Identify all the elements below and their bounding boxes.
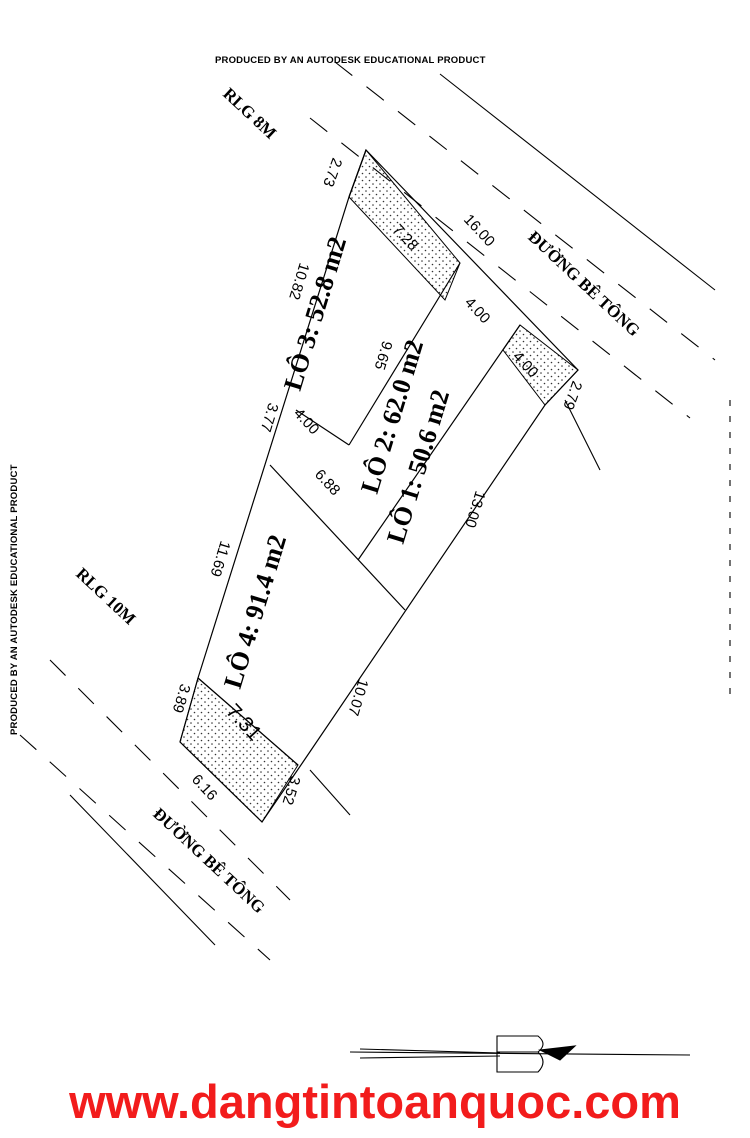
north-arrow-icon <box>349 1035 691 1073</box>
lot-label-3: LÔ 3: 52.8 m2 <box>278 233 352 393</box>
road-bottom-dashed-lines <box>19 400 731 961</box>
lot-boundaries <box>179 148 579 823</box>
road-label-rlg-10m: RLG 10M <box>72 564 139 628</box>
website-url: www.dangtintoanquoc.com <box>69 1075 681 1128</box>
dim-4-00-c: 4.00 <box>290 405 322 438</box>
dim-2-73: 2.73 <box>319 156 345 189</box>
dim-11-69: 11.69 <box>207 539 234 579</box>
watermark-left: PRODUCED BY AN AUTODESK EDUCATIONAL PROD… <box>9 464 20 735</box>
dim-13-00: 13.00 <box>461 489 488 530</box>
dim-4-00-a: 4.00 <box>461 294 493 327</box>
dim-3-77: 3.77 <box>257 401 282 434</box>
road-label-rlg-8m: RLG 8M <box>219 84 280 143</box>
road-label-concrete-top: ĐƯỜNG BÊ TÔNG <box>524 227 643 340</box>
dim-6-88: 6.88 <box>311 466 343 499</box>
watermark-top: PRODUCED BY AN AUTODESK EDUCATIONAL PROD… <box>215 55 486 66</box>
dim-10-07: 10.07 <box>344 677 371 718</box>
dim-16-00: 16.00 <box>460 211 498 250</box>
